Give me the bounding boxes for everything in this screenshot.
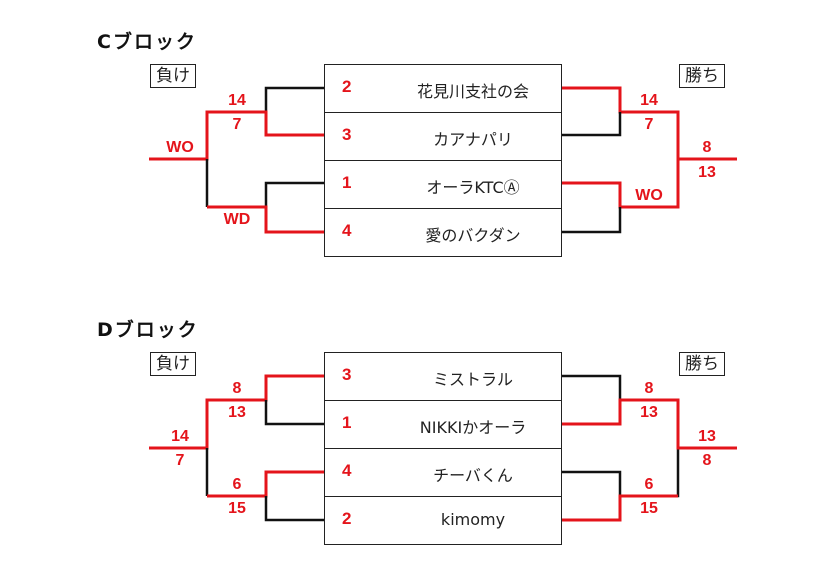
- c-loser-final-upper-score: WO: [166, 139, 194, 156]
- team-name: kimomy: [440, 510, 506, 529]
- d-right-line-team2: [561, 398, 737, 450]
- team-seed: 1: [342, 413, 352, 432]
- c-left-line-team2: [149, 110, 324, 161]
- d-loser-semi-top-lower-score: 13: [228, 404, 246, 421]
- team-row: 3 カアナパリ: [325, 113, 561, 161]
- team-row: 1 オーラKTCⒶ: [325, 161, 561, 209]
- block-d-loser-label: 負け: [150, 352, 196, 376]
- team-name: カアナパリ: [433, 130, 513, 149]
- c-loser-semi-top-lower-score: 7: [232, 116, 242, 133]
- d-right-line-team3: [561, 470, 622, 496]
- c-right-line-team1: [561, 86, 737, 161]
- d-winner-semi-bottom-lower-score: 15: [640, 500, 658, 517]
- team-row: 2 kimomy: [325, 497, 561, 544]
- team-seed: 4: [342, 221, 352, 240]
- team-seed: 2: [342, 77, 352, 96]
- d-left-line-team1: [149, 374, 324, 450]
- d-winner-semi-bottom-upper-score: 6: [644, 476, 654, 493]
- d-winner-final-upper-score: 13: [698, 428, 716, 445]
- team-row: 2 花見川支社の会: [325, 65, 561, 113]
- d-left-line-team2: [264, 400, 324, 426]
- c-winner-final-upper-score: 8: [702, 139, 712, 156]
- block-c-title: Cブロック: [97, 31, 197, 53]
- team-name: ミストラル: [432, 370, 513, 389]
- team-name: 花見川支社の会: [416, 82, 529, 101]
- c-left-line-team3: [264, 181, 324, 207]
- c-right-line-team4: [561, 207, 622, 234]
- team-row: 1 NIKKIかオーラ: [325, 401, 561, 449]
- d-right-line-team1: [561, 374, 622, 400]
- team-name: 愛のバクダン: [425, 226, 521, 245]
- block-d-title: Dブロック: [97, 319, 199, 341]
- d-loser-final-lower-score: 7: [175, 452, 185, 469]
- team-row: 4 愛のバクダン: [325, 209, 561, 256]
- team-row: 4 チーバくん: [325, 449, 561, 497]
- d-right-line-team4: [561, 494, 678, 522]
- d-winner-semi-top-lower-score: 13: [640, 404, 658, 421]
- c-right-line-team2: [561, 112, 622, 137]
- d-winner-semi-top-upper-score: 8: [644, 380, 654, 397]
- block-c-winner-label: 勝ち: [679, 64, 725, 88]
- c-winner-semi-top-lower-score: 7: [644, 116, 654, 133]
- c-winner-semi-top-upper-score: 14: [640, 92, 658, 109]
- c-left-line-team1: [264, 86, 324, 112]
- team-seed: 4: [342, 461, 352, 480]
- c-left-line-team4: [207, 205, 324, 234]
- d-loser-semi-bottom-upper-score: 6: [232, 476, 242, 493]
- d-left-line-team4: [264, 496, 324, 522]
- team-seed: 1: [342, 173, 352, 192]
- c-winner-semi-bottom-upper-score: WO: [635, 187, 663, 204]
- team-name: NIKKIかオーラ: [419, 418, 527, 437]
- c-winner-final-lower-score: 13: [698, 164, 716, 181]
- d-left-line-team3: [207, 470, 324, 498]
- d-loser-semi-top-upper-score: 8: [232, 380, 242, 397]
- d-winner-final-lower-score: 8: [702, 452, 712, 469]
- block-d-team-list: 3 ミストラル 1 NIKKIかオーラ 4 チーバくん 2 kimomy: [324, 352, 562, 545]
- team-name: チーバくん: [433, 466, 513, 485]
- c-loser-semi-bottom-lower-score: WD: [223, 211, 251, 228]
- block-d-winner-label: 勝ち: [679, 352, 725, 376]
- team-seed: 3: [342, 365, 352, 384]
- team-name: オーラKTCⒶ: [426, 178, 520, 197]
- d-loser-semi-bottom-lower-score: 15: [228, 500, 246, 517]
- team-seed: 3: [342, 125, 352, 144]
- c-loser-semi-top-upper-score: 14: [228, 92, 246, 109]
- team-seed: 2: [342, 509, 352, 528]
- d-loser-final-upper-score: 14: [171, 428, 189, 445]
- team-row: 3 ミストラル: [325, 353, 561, 401]
- block-c-team-list: 2 花見川支社の会 3 カアナパリ 1 オーラKTCⒶ 4 愛のバクダン: [324, 64, 562, 257]
- block-c-loser-label: 負け: [150, 64, 196, 88]
